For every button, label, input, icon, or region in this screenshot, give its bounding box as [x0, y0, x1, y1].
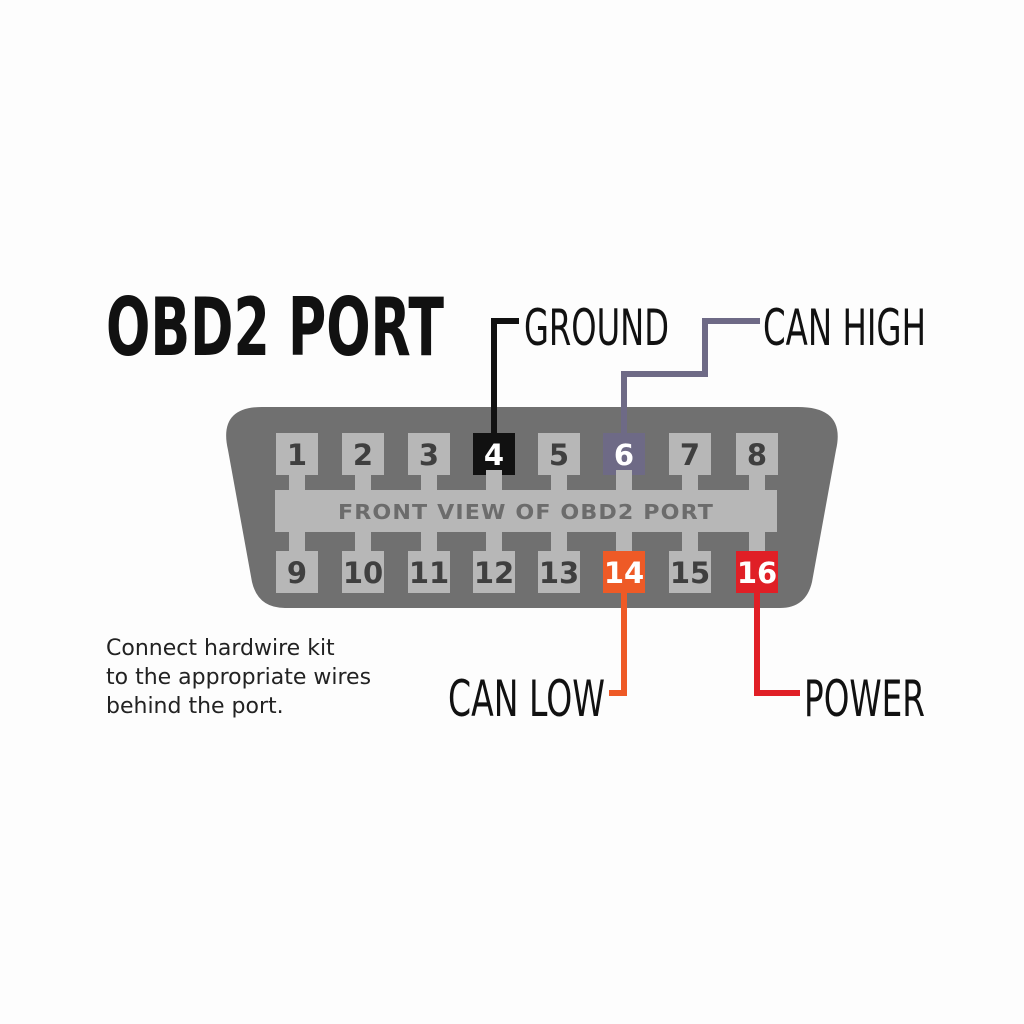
bottom-pin-row: 9 10 11 12 13 14 15 16	[287, 556, 777, 590]
pin-label: 16	[737, 556, 777, 590]
front-view-label: FRONT VIEW OF OBD2 PORT	[338, 500, 714, 524]
pin-label: 13	[539, 556, 579, 590]
pin-stem-bottom	[421, 528, 437, 554]
pin-slot-bottom	[408, 551, 450, 593]
pin-slot-top	[736, 433, 778, 475]
pin-label: 10	[343, 556, 383, 590]
top-pin-row: 1 2 3 4 5 6 7 8	[287, 438, 767, 472]
pin-slot-top	[408, 433, 450, 475]
pin-slot-bottom	[603, 551, 645, 593]
pin-slot-top	[473, 433, 515, 475]
pin-slot-bottom	[473, 551, 515, 593]
pin-label: 4	[484, 438, 504, 472]
pin-slot-bottom	[342, 551, 384, 593]
pin-slots	[275, 433, 778, 593]
pin-label: 8	[747, 438, 767, 472]
pin-label: 15	[670, 556, 710, 590]
pin-stem-top	[289, 470, 305, 494]
can-low-wire	[609, 590, 627, 696]
pin-stem-bottom	[616, 528, 632, 554]
pin-stem-bottom	[355, 528, 371, 554]
power-label: POWER	[804, 670, 925, 728]
pin-label: 1	[287, 438, 307, 472]
pin-slot-top	[342, 433, 384, 475]
pin-stem-top	[616, 470, 632, 494]
pin-stem-top	[682, 470, 698, 494]
pin-stem-top	[749, 470, 765, 494]
pin-label: 2	[353, 438, 373, 472]
pin-stem-top	[486, 470, 502, 494]
pin-stem-bottom	[551, 528, 567, 554]
pin-label: 9	[287, 556, 307, 590]
pin-label: 5	[549, 438, 569, 472]
pin-stem-top	[355, 470, 371, 494]
ground-label: GROUND	[524, 299, 669, 357]
pin-stem-bottom	[749, 528, 765, 554]
note-line-1: Connect hardwire kit	[106, 636, 335, 661]
note-line-3: behind the port.	[106, 694, 284, 719]
pin-stem-top	[421, 470, 437, 494]
pin-stem-top	[551, 470, 567, 494]
diagram-title: OBD2 PORT	[106, 281, 444, 374]
pin-slot-bottom	[736, 551, 778, 593]
pin-stem-bottom	[289, 528, 305, 554]
instruction-note: Connect hardwire kit to the appropriate …	[106, 634, 406, 721]
pin-slot-bottom	[669, 551, 711, 593]
can-low-label: CAN LOW	[448, 670, 605, 728]
power-wire	[754, 590, 800, 696]
pin-stem-bottom	[486, 528, 502, 554]
can-high-label: CAN HIGH	[763, 299, 926, 357]
pin-label: 6	[614, 438, 634, 472]
pin-slot-top	[603, 433, 645, 475]
pin-stem-bottom	[682, 528, 698, 554]
pin-slot-top	[538, 433, 580, 475]
pin-channel	[275, 490, 777, 532]
ground-wire	[491, 318, 519, 437]
pin-slot-bottom	[276, 551, 318, 593]
can-high-wire	[621, 318, 760, 437]
pin-label: 14	[604, 556, 644, 590]
pin-label: 3	[419, 438, 439, 472]
pin-slot-bottom	[538, 551, 580, 593]
pin-label: 12	[474, 556, 514, 590]
pin-label: 11	[409, 556, 449, 590]
pin-slot-top	[669, 433, 711, 475]
note-line-2: to the appropriate wires	[106, 665, 372, 690]
pin-label: 7	[680, 438, 700, 472]
pin-slot-top	[276, 433, 318, 475]
